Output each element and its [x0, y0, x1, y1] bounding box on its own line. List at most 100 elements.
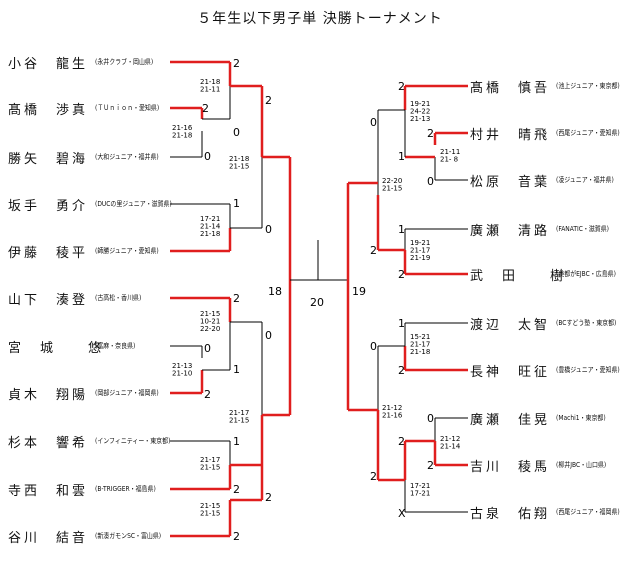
- player-affiliation: (凌ジュニア・福井県): [556, 176, 614, 184]
- game-score: 21-19: [410, 254, 430, 262]
- game-score: 21-15: [200, 310, 220, 318]
- match-result-mark: 0: [370, 116, 377, 129]
- player-affiliation: (池上ジュニア・東京都): [556, 82, 620, 90]
- match-result-mark: 0: [204, 342, 211, 355]
- game-score: 21-18: [200, 230, 220, 238]
- player-name: 武 田 樹: [470, 269, 567, 284]
- game-score: 15-21: [410, 333, 430, 341]
- game-score: 21-17: [410, 341, 430, 349]
- player-affiliation: (美都がEJBC・広島県): [556, 270, 616, 278]
- game-score: 21-13: [410, 115, 430, 123]
- game-score: 21-12: [440, 435, 460, 443]
- game-score: 21-11: [440, 148, 460, 156]
- match-result-mark: 2: [370, 470, 377, 483]
- match-result-mark: 0: [233, 126, 240, 139]
- player-affiliation: (ＴＵｎｉｏｎ・愛知県): [95, 104, 160, 112]
- game-score: 21-15: [200, 510, 220, 518]
- match-result-mark: 1: [398, 317, 405, 330]
- game-score: 21-14: [440, 443, 461, 451]
- player-name: 廣瀬 佳晃: [470, 413, 551, 428]
- game-score: 22-20: [382, 177, 402, 185]
- game-score: 21-17: [410, 247, 430, 255]
- match-result-mark: 1: [233, 435, 240, 448]
- page-title: ５年生以下男子単 決勝トーナメント: [197, 11, 443, 27]
- player-name: 小谷 龍生: [8, 57, 89, 72]
- match-result-mark: X: [398, 507, 406, 520]
- player-affiliation: (富麻・奈良県): [95, 342, 136, 350]
- game-score: 21-18: [410, 348, 430, 356]
- player-affiliation: (DUCの里ジュニア・滋賀県): [95, 200, 172, 208]
- game-score: 21-15: [200, 502, 220, 510]
- player-name: 渡辺 太智: [470, 318, 551, 333]
- match-result-mark: 0: [427, 412, 434, 425]
- player-name: 貞木 翔陽: [8, 388, 89, 403]
- player-name: 髙橋 渉真: [8, 103, 89, 118]
- player-affiliation: (西尾ジュニア・福岡県): [556, 508, 620, 516]
- player-name: 髙橋 慎吾: [470, 81, 551, 96]
- game-score: 21-17: [229, 409, 249, 417]
- player-name: 寺西 和雲: [8, 484, 89, 499]
- match-result-mark: 2: [398, 364, 405, 377]
- player-affiliation: (BCすどう塾・東京都): [556, 319, 617, 327]
- game-score: 19-21: [410, 100, 430, 108]
- player-affiliation: (永井クラブ・岡山県): [95, 58, 154, 66]
- player-affiliation: (インフィニティー・東京都): [95, 437, 171, 445]
- game-score: 10-21: [200, 318, 220, 326]
- game-score: 21-15: [229, 417, 249, 425]
- final-score-center: 20: [310, 296, 324, 309]
- player-name: 古泉 佑翔: [470, 507, 551, 522]
- match-result-mark: 0: [265, 329, 272, 342]
- match-result-mark: 2: [265, 94, 272, 107]
- game-score: 19-21: [410, 239, 430, 247]
- game-score: 21-16: [382, 412, 403, 420]
- match-result-mark: 2: [398, 80, 405, 93]
- player-affiliation: (古高松・香川県): [95, 294, 142, 302]
- player-affiliation: (大和ジュニア・福井県): [95, 153, 159, 161]
- match-result-mark: 2: [233, 57, 240, 70]
- game-score: 22-20: [200, 325, 220, 333]
- game-score: 21-18: [200, 78, 220, 86]
- player-affiliation: (師勝ジュニア・愛知県): [95, 247, 159, 255]
- player-affiliation: (柳井JBC・山口県): [556, 461, 607, 469]
- match-result-mark: 1: [398, 150, 405, 163]
- match-result-mark: 2: [427, 459, 434, 472]
- player-name: 伊藤 稜平: [8, 246, 89, 261]
- player-affiliation: (B-TRIGGER・福島県): [95, 485, 156, 493]
- game-score: 17-21: [200, 215, 220, 223]
- match-result-mark: 2: [233, 292, 240, 305]
- player-affiliation: (Machi1・東京都): [556, 414, 606, 422]
- game-score: 24-22: [410, 108, 430, 116]
- match-result-mark: 1: [233, 363, 240, 376]
- game-score: 21-18: [229, 155, 249, 163]
- player-name: 村井 晴飛: [470, 128, 551, 143]
- game-score: 21-17: [200, 456, 220, 464]
- player-affiliation: (西尾ジュニア・愛知県): [556, 129, 620, 137]
- match-result-mark: 0: [204, 150, 211, 163]
- final-score-right: 19: [352, 285, 366, 298]
- game-score: 21-15: [229, 163, 249, 171]
- player-name: 谷川 結音: [8, 531, 89, 546]
- game-score: 17-21: [410, 490, 430, 498]
- game-score: 21-10: [172, 370, 192, 378]
- game-score: 21-15: [382, 185, 402, 193]
- match-result-mark: 1: [398, 223, 405, 236]
- game-score: 21-18: [172, 132, 192, 140]
- game-score: 21-14: [200, 223, 221, 231]
- game-score: 21-16: [172, 124, 193, 132]
- match-result-mark: 0: [265, 223, 272, 236]
- match-result-mark: 2: [204, 388, 211, 401]
- player-name: 勝矢 碧海: [8, 152, 89, 167]
- final-score-left: 18: [268, 285, 282, 298]
- player-affiliation: (新湊ガモンSC・富山県): [95, 532, 162, 540]
- game-score: 21-13: [172, 362, 192, 370]
- player-name: 長神 旺征: [470, 365, 551, 380]
- match-result-mark: 2: [265, 491, 272, 504]
- player-name: 坂手 勇介: [8, 199, 89, 214]
- player-name: 吉川 稜馬: [470, 460, 551, 475]
- match-result-mark: 2: [370, 244, 377, 257]
- game-score: 17-21: [410, 482, 430, 490]
- match-result-mark: 2: [202, 102, 209, 115]
- player-affiliation: (岡部ジュニア・福岡県): [95, 389, 159, 397]
- game-score: 21-12: [382, 404, 402, 412]
